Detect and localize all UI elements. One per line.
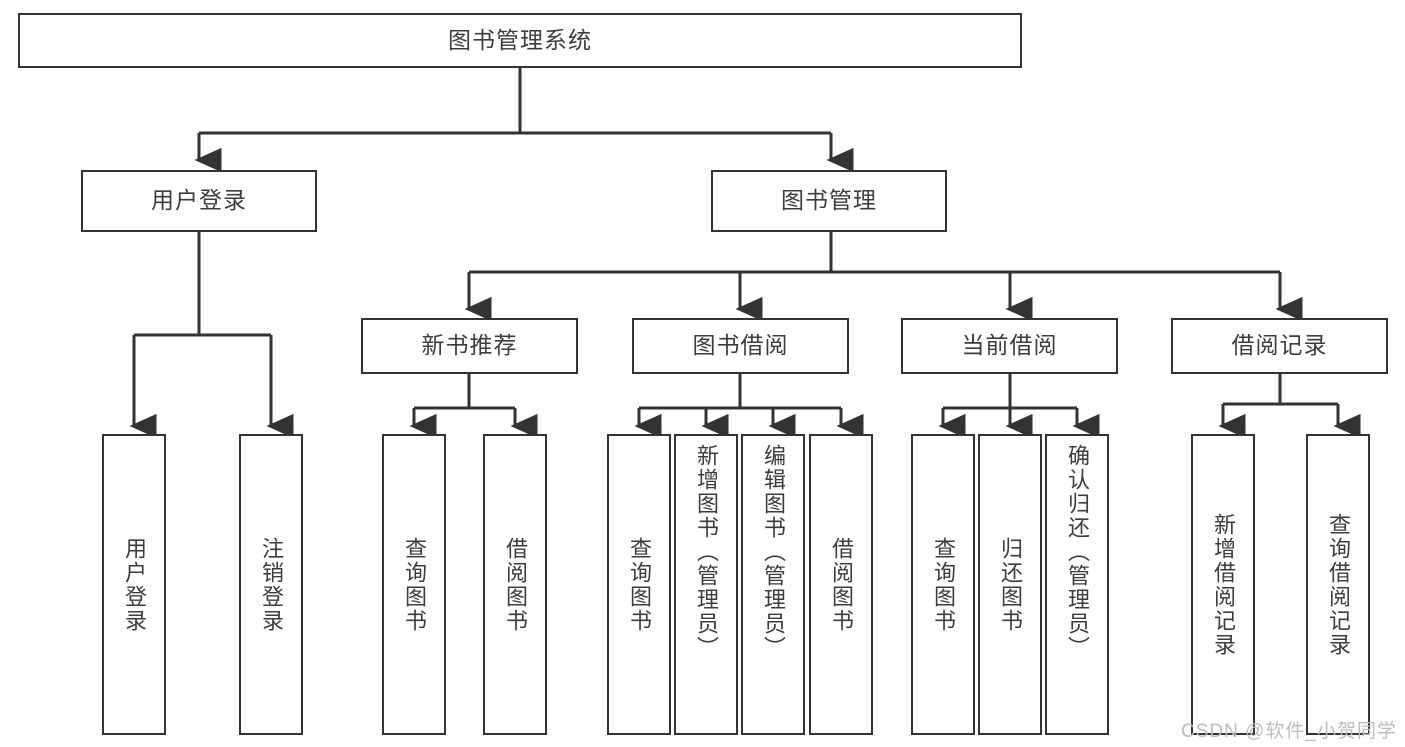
node-label: 编辑图书（管理员） — [760, 444, 786, 660]
node-label: 借阅图书 — [828, 536, 854, 633]
node-label: 图书管理 — [781, 187, 877, 214]
leaf-user-login[interactable]: 用户登录 — [102, 434, 166, 735]
node-borrow-record[interactable]: 借阅记录 — [1171, 318, 1388, 374]
leaf-add-borrow-record[interactable]: 新增借阅记录 — [1191, 434, 1255, 735]
leaf-borrow-book-new[interactable]: 借阅图书 — [483, 434, 547, 735]
node-label: 查询图书 — [401, 536, 427, 633]
watermark-text: CSDN @软件_小贺同学 — [1181, 721, 1397, 742]
node-user-login[interactable]: 用户登录 — [81, 170, 317, 232]
node-label: 用户登录 — [151, 187, 247, 214]
node-label: 确认归还（管理员） — [1064, 444, 1090, 660]
node-label: 借阅图书 — [502, 536, 528, 633]
leaf-query-book-borrow[interactable]: 查询图书 — [607, 434, 671, 735]
node-label: 查询图书 — [626, 536, 652, 633]
node-label: 新增图书（管理员） — [693, 444, 719, 660]
leaf-user-logout[interactable]: 注销登录 — [239, 434, 303, 735]
node-current-borrow[interactable]: 当前借阅 — [901, 318, 1118, 374]
node-new-book-recommend[interactable]: 新书推荐 — [361, 318, 578, 374]
node-label: 当前借阅 — [961, 332, 1058, 359]
node-label: 归还图书 — [997, 536, 1023, 633]
node-label: 查询借阅记录 — [1325, 512, 1351, 657]
leaf-query-book-new[interactable]: 查询图书 — [382, 434, 446, 735]
leaf-borrow-book[interactable]: 借阅图书 — [809, 434, 873, 735]
leaf-query-borrow-record[interactable]: 查询借阅记录 — [1306, 434, 1370, 735]
leaf-query-book-current[interactable]: 查询图书 — [911, 434, 975, 735]
node-root-book-management-system[interactable]: 图书管理系统 — [18, 13, 1022, 68]
node-label: 图书借阅 — [692, 332, 789, 359]
node-label: 注销登录 — [258, 536, 284, 633]
node-label: 借阅记录 — [1231, 332, 1328, 359]
leaf-return-book[interactable]: 归还图书 — [978, 434, 1042, 735]
node-book-management[interactable]: 图书管理 — [711, 170, 947, 232]
node-label: 用户登录 — [121, 536, 147, 633]
leaf-add-book-admin[interactable]: 新增图书（管理员） — [674, 434, 738, 735]
node-label: 新书推荐 — [421, 332, 518, 359]
node-label: 图书管理系统 — [448, 26, 592, 53]
node-label: 查询图书 — [930, 536, 956, 633]
node-book-borrow[interactable]: 图书借阅 — [632, 318, 849, 374]
leaf-confirm-return-admin[interactable]: 确认归还（管理员） — [1045, 434, 1109, 735]
node-label: 新增借阅记录 — [1210, 512, 1236, 657]
leaf-edit-book-admin[interactable]: 编辑图书（管理员） — [741, 434, 805, 735]
